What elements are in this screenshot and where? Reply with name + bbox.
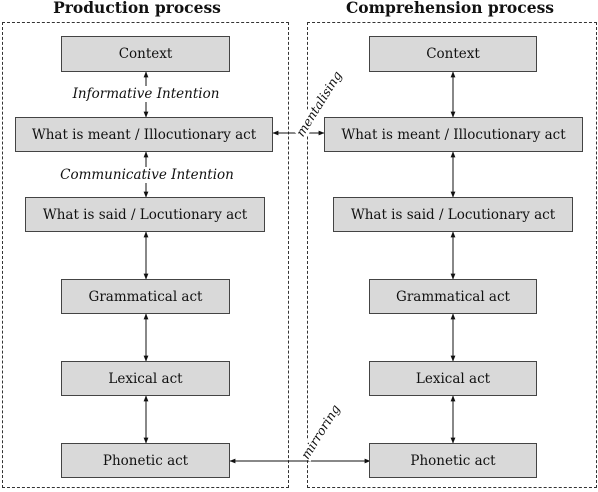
prod-what-is-said-box: What is said / Locutionary act	[25, 197, 265, 232]
comp-phonetic-box: Phonetic act	[369, 443, 537, 478]
prod-what-is-meant-box: What is meant / Illocutionary act	[15, 117, 273, 152]
communicative-intention-label: Communicative Intention	[48, 167, 246, 183]
comp-lexical-box: Lexical act	[369, 361, 537, 396]
production-title: Production process	[53, 0, 221, 17]
comp-context-box: Context	[369, 36, 537, 72]
informative-intention-label: Informative Intention	[60, 86, 232, 102]
comp-grammatical-box: Grammatical act	[369, 279, 537, 314]
prod-phonetic-box: Phonetic act	[61, 443, 230, 478]
comprehension-panel	[307, 22, 597, 488]
production-panel	[2, 22, 289, 488]
prod-context-box: Context	[61, 36, 230, 72]
comprehension-title: Comprehension process	[345, 0, 555, 17]
prod-lexical-box: Lexical act	[61, 361, 230, 396]
comp-what-is-said-box: What is said / Locutionary act	[333, 197, 573, 232]
comp-what-is-meant-box: What is meant / Illocutionary act	[324, 117, 583, 152]
prod-grammatical-box: Grammatical act	[61, 279, 230, 314]
